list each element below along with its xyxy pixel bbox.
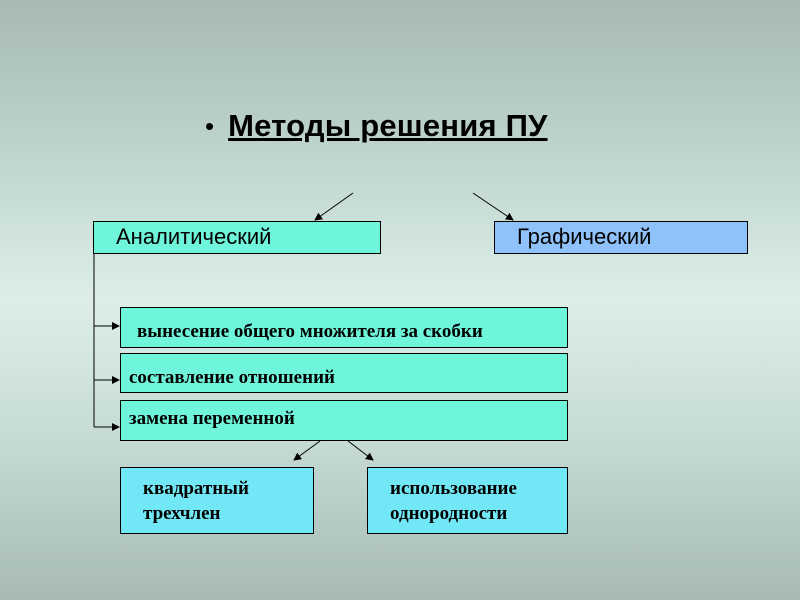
analytic-box: Аналитический <box>93 221 381 254</box>
quadratic-line-2: трехчлен <box>143 503 221 524</box>
graphic-box: Графический <box>494 221 748 254</box>
homogeneity-line-1: использование <box>390 478 517 499</box>
arrow-to-homogeneity <box>347 440 374 461</box>
arrow-to-graphic <box>472 192 514 221</box>
slide-title: • Методы решения ПУ <box>205 108 548 144</box>
method-box-common-factor: вынесение общего множителя за скобки <box>120 307 568 348</box>
bullet-icon: • <box>205 110 215 141</box>
arrow-to-analytic <box>314 192 354 221</box>
method-box-substitution: замена переменной <box>120 400 568 441</box>
quadratic-trinomial-box: квадратный трехчлен <box>120 467 314 534</box>
homogeneity-line-2: однородности <box>390 503 508 524</box>
method-box-ratios: составление отношений <box>120 353 568 393</box>
homogeneity-box: использование однородности <box>367 467 568 534</box>
arrow-to-quadratic <box>293 440 321 461</box>
quadratic-line-1: квадратный <box>143 478 249 499</box>
title-text: Методы решения ПУ <box>228 108 548 143</box>
